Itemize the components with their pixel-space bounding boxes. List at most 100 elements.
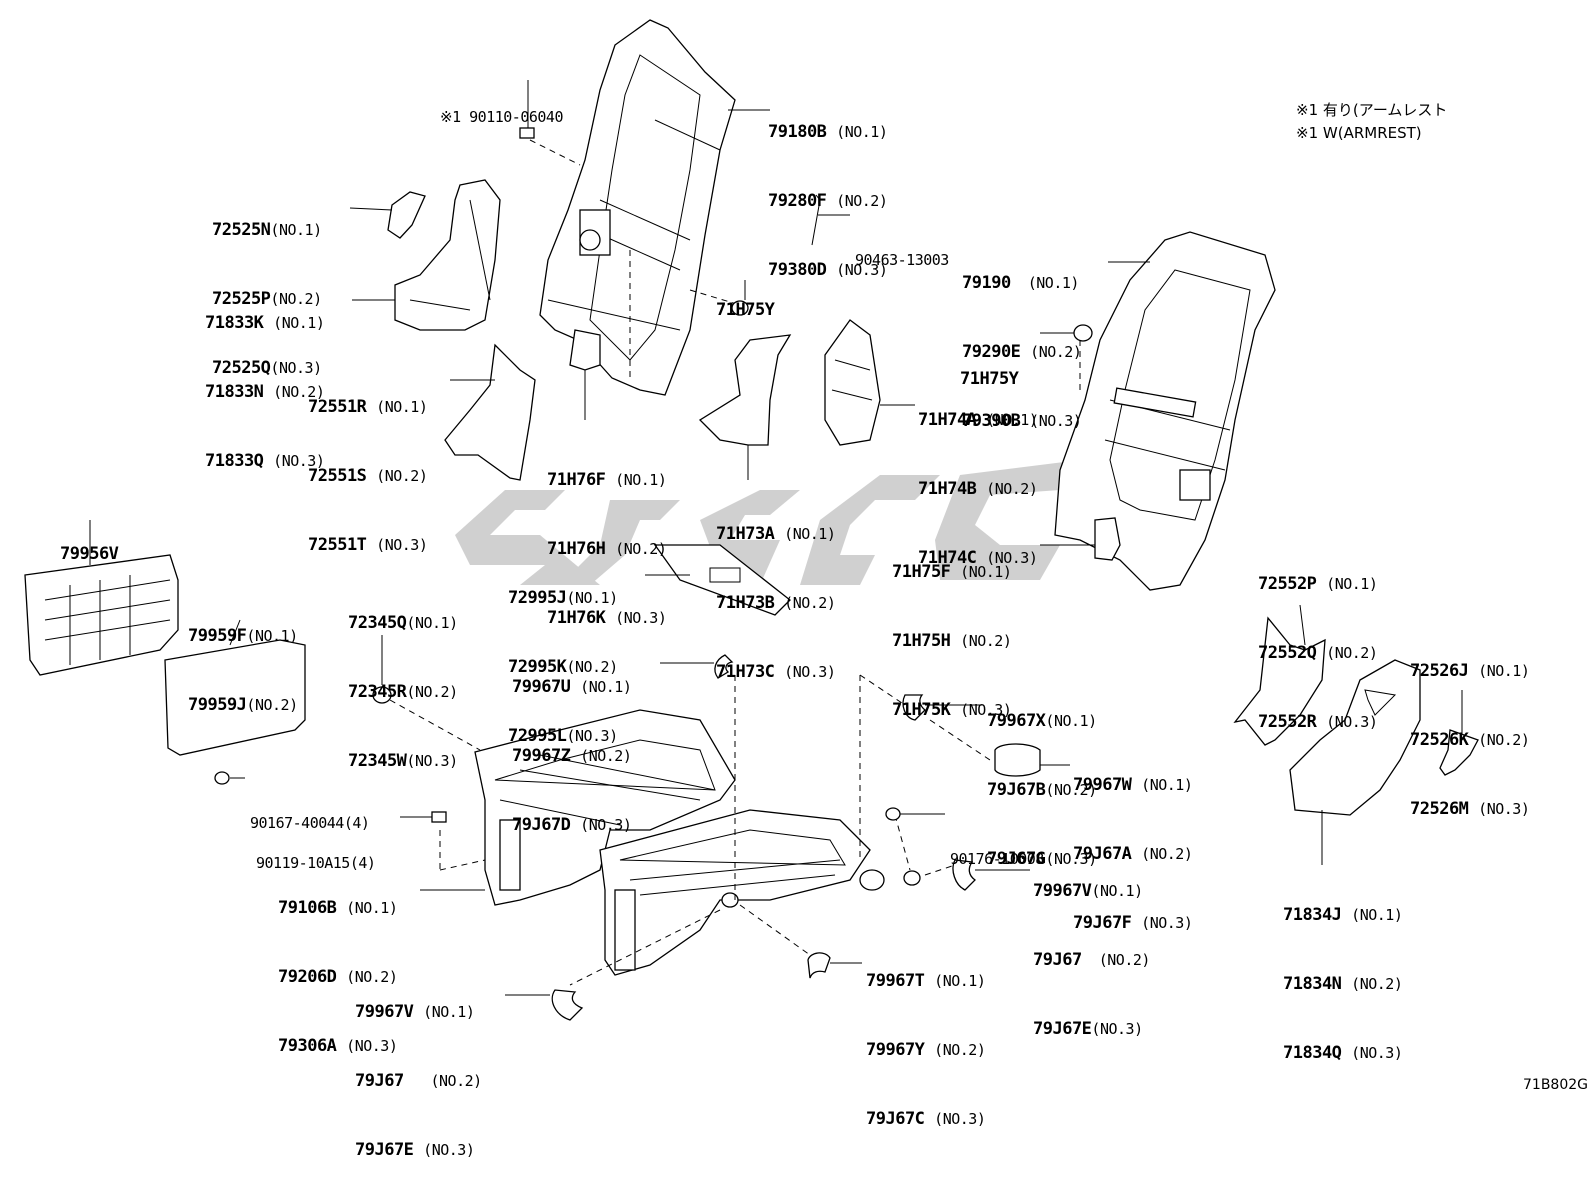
part-number: 79J67 — [355, 1071, 404, 1091]
part-number: 79J67A — [1073, 844, 1132, 864]
variant-number: (NO.3) — [986, 549, 1038, 567]
variant-number: (NO.2) — [1081, 951, 1151, 969]
variant-number: (NO.2) — [273, 383, 325, 401]
part-number: 79967Y — [866, 1040, 925, 1060]
panel-79959 — [164, 639, 306, 756]
callout-c15[interactable]: 72995J(NO.1) 72995K(NO.2) 72995L(NO.3) — [508, 541, 618, 771]
callout-c06[interactable]: 71H75Y — [716, 253, 775, 345]
callout-c30[interactable]: 79967V (NO.1) 79J67 (NO.2) 79J67E (NO.3) — [355, 955, 482, 1185]
callout-c02[interactable]: 79180B (NO.1) 79280F (NO.2) 79380D (NO.3… — [768, 75, 888, 305]
part-number: 79380D — [768, 260, 827, 280]
variant-number: (NO.1) — [836, 123, 888, 141]
callout-c05[interactable]: 79190 (NO.1) 79290E (NO.2) 79390B (NO.3) — [962, 226, 1082, 456]
callout-c29[interactable]: 79967T (NO.1) 79967Y (NO.2) 79J67C (NO.3… — [866, 924, 986, 1154]
variant-number: (NO.2) — [413, 1072, 482, 1090]
variant-number: (NO.2) — [566, 658, 618, 676]
callout-c12[interactable]: 71H73A (NO.1) 71H73B (NO.2) 71H73C (NO.3… — [716, 477, 836, 707]
callout-c27[interactable]: 79967V(NO.1) 79J67 (NO.2) 79J67E(NO.3) — [1033, 834, 1150, 1064]
armrest-note-en: ※1 W(ARMREST) — [1296, 124, 1422, 142]
callout-c25[interactable]: 90176-10008 — [950, 802, 1044, 894]
variant-number: (NO.2) — [784, 594, 836, 612]
callout-c21[interactable]: 79967X(NO.1) 79J67B(NO.2) 79J67G(NO.3) — [987, 664, 1097, 894]
variant-number: (NO.1) — [246, 627, 298, 645]
part-number: 79956V — [60, 544, 119, 564]
part-number: 79106B — [278, 898, 337, 918]
variant-number: (NO.1) — [986, 411, 1038, 429]
cap — [731, 300, 749, 316]
variant-number: (NO.3) — [1351, 1044, 1403, 1062]
part-number: 71H75F — [892, 562, 951, 582]
variant-number: (NO.1) — [784, 525, 836, 543]
callout-c19[interactable]: 72526J (NO.1) 72526K (NO.2) 72526M (NO.3… — [1410, 614, 1530, 844]
variant-number: (NO.1) — [615, 471, 667, 489]
part-number: 90119-10A15(4) — [256, 854, 376, 872]
callout-c03[interactable]: 72525N(NO.1) 72525P(NO.2) 72525Q(NO.3) — [212, 173, 322, 403]
part-number: 71H76H — [547, 539, 606, 559]
variant-number: (NO.2) — [1326, 644, 1378, 662]
variant-number: (NO.3) — [1030, 412, 1082, 430]
callout-c09[interactable]: 72551R (NO.1) 72551S (NO.2) 72551T (NO.3… — [308, 350, 428, 580]
armrest-note-jp: ※1 有り(アームレスト — [1296, 101, 1448, 119]
variant-number: (NO.3) — [1141, 914, 1193, 932]
part-number: 72526K — [1410, 730, 1469, 750]
variant-number: (NO.2) — [1351, 975, 1403, 993]
variant-number: (NO.2) — [615, 540, 667, 558]
callout-c24[interactable]: 90119-10A15(4) — [256, 806, 376, 898]
callout-c26[interactable]: 79106B (NO.1) 79206D (NO.2) 79306A (NO.3… — [278, 851, 398, 1081]
callout-c10[interactable]: 71H74A (NO.1) 71H74B (NO.2) 71H74C (NO.3… — [918, 363, 1038, 593]
variant-number: (NO.3) — [960, 701, 1012, 719]
callout-c08[interactable]: 71H75Y — [960, 322, 1019, 414]
variant-number: (NO.2) — [934, 1041, 986, 1059]
callout-c17[interactable]: 79959F(NO.1) 79959J(NO.2) — [188, 579, 298, 740]
part-number: 79290E — [962, 342, 1021, 362]
part-number: 71H73C — [716, 662, 775, 682]
seatback-frame-right — [1054, 231, 1276, 591]
callout-c20[interactable]: 79967U (NO.1) 79967Z (NO.2) 79J67D (NO.3… — [512, 630, 632, 860]
callout-c22[interactable]: 79967W (NO.1) 79J67A (NO.2) 79J67F (NO.3… — [1073, 728, 1193, 958]
variant-number: (NO.1) — [273, 314, 325, 332]
callout-c14[interactable]: 71H75F (NO.1) 71H75H (NO.2) 71H75K (NO.3… — [892, 515, 1012, 745]
part-number: 71H75Y — [960, 369, 1019, 389]
part-number: 71834N — [1283, 974, 1342, 994]
variant-number: (NO.1) — [580, 678, 632, 696]
callout-c04[interactable]: 90463-13003 — [855, 203, 949, 295]
callout-c18[interactable]: 72345Q(NO.1) 72345R(NO.2) 72345W(NO.3) — [348, 566, 458, 796]
part-number: 79967V — [355, 1002, 414, 1022]
clip-79967V-lower — [551, 989, 584, 1021]
part-number: 79967Z — [512, 746, 571, 766]
part-number: ※1 90110-06040 — [440, 108, 563, 126]
part-number: 72551T — [308, 535, 367, 555]
variant-number: (NO.1) — [423, 1003, 475, 1021]
part-number: 71H75K — [892, 700, 951, 720]
variant-number: (NO.1) — [270, 221, 322, 239]
seat-cushion-frame — [439, 674, 991, 986]
callout-c01[interactable]: ※1 90110-06040 — [440, 60, 563, 152]
part-number: 72345W — [348, 751, 407, 771]
bushing — [372, 686, 392, 704]
variant-number: (NO.1) — [1326, 575, 1378, 593]
variant-number: (NO.3) — [406, 752, 458, 770]
part-number: 90463-13003 — [855, 251, 949, 269]
variant-number: (NO.3) — [270, 359, 322, 377]
parts-diagram — [24, 19, 1479, 1021]
callout-c28[interactable]: 71834J (NO.1) 71834N (NO.2) 71834Q (NO.3… — [1283, 858, 1403, 1088]
callout-c23[interactable]: 90167-40044(4) — [250, 766, 370, 858]
nut — [885, 807, 901, 821]
part-number: 79J67G — [987, 849, 1046, 869]
variant-number: (NO.1) — [346, 899, 398, 917]
callout-c11[interactable]: 71H76F (NO.1) 71H76H (NO.2) 71H76K (NO.3… — [547, 423, 667, 653]
part-number: 71H74C — [918, 548, 977, 568]
variant-number: (NO.3) — [1326, 713, 1378, 731]
part-number: 71H76F — [547, 470, 606, 490]
variant-number: (NO.2) — [1141, 845, 1193, 863]
part-number: 72995L — [508, 726, 567, 746]
callout-c07[interactable]: 71833K (NO.1) 71833N (NO.2) 71833Q (NO.3… — [205, 266, 325, 496]
part-number: 72995J — [508, 588, 567, 608]
part-number: 79J67B — [987, 780, 1046, 800]
part-number: 79959F — [188, 626, 247, 646]
variant-number: (NO.1) — [1351, 906, 1403, 924]
part-number: 71834J — [1283, 905, 1342, 925]
part-number: 72525Q — [212, 358, 271, 378]
callout-c13[interactable]: 79956V — [60, 497, 119, 589]
callout-c16[interactable]: 72552P (NO.1) 72552Q (NO.2) 72552R (NO.3… — [1258, 527, 1378, 757]
